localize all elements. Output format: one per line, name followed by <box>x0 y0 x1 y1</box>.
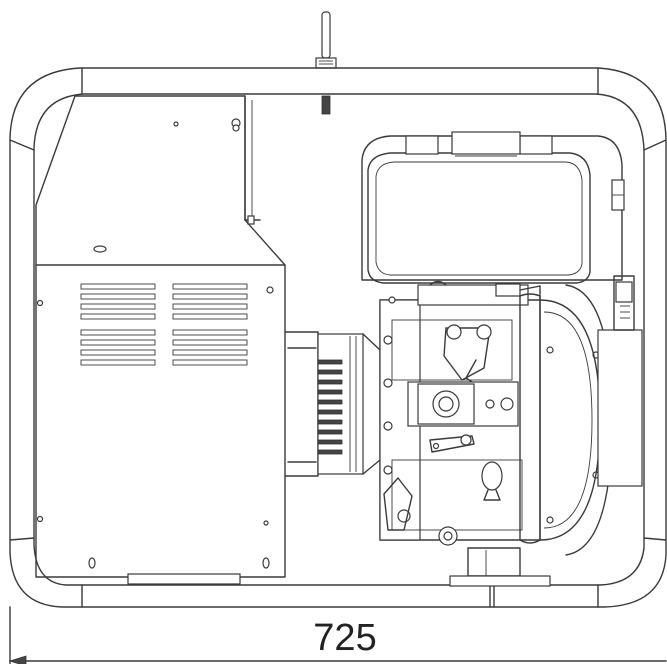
engine-block <box>379 280 600 587</box>
alternator-cooling-fins <box>284 331 381 477</box>
alternator-housing <box>35 95 286 585</box>
engine-air-filter-cover <box>361 131 625 284</box>
muffler <box>597 275 643 487</box>
lifting-eye-bolt <box>315 11 337 115</box>
tubular-frame <box>9 67 667 608</box>
dimension-label: 725 <box>313 617 377 659</box>
